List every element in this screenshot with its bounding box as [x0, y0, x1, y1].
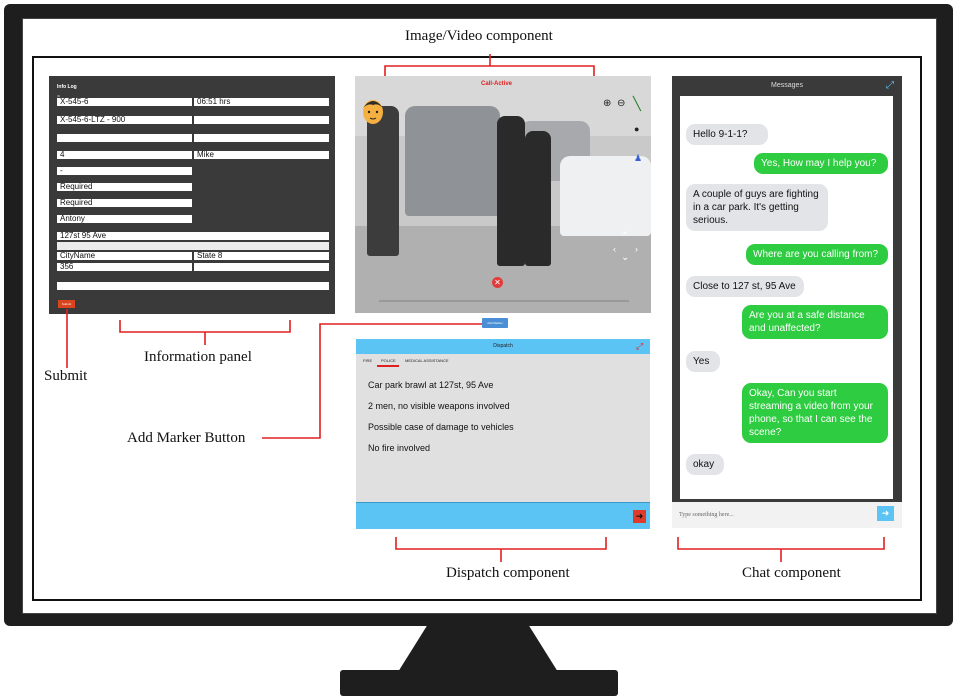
name-field[interactable]: Antony	[57, 215, 192, 223]
dispatch-note: 2 men, no visible weapons involved	[368, 401, 510, 411]
information-panel-bracket	[119, 320, 291, 333]
chat-header: Messages	[771, 82, 803, 89]
dispatch-bracket	[395, 537, 607, 550]
add-marker-button[interactable]: Add Marker	[482, 318, 508, 328]
chat-input-placeholder: Type something here...	[679, 512, 734, 518]
service-time-field[interactable]: 4	[57, 151, 192, 159]
tab-police[interactable]: POLICE	[381, 358, 396, 363]
dispatch-note: Car park brawl at 127st, 95 Ave	[368, 380, 494, 390]
call-handler-field[interactable]: Mike	[194, 151, 329, 159]
chat-message-outgoing: Yes, How may I help you?	[754, 153, 888, 174]
video-progress-bar[interactable]	[379, 300, 629, 302]
dispatch-title: Dispatch	[493, 343, 513, 349]
comment-field[interactable]	[57, 282, 329, 290]
person-figure	[367, 106, 399, 256]
add-marker-pointer-line	[262, 323, 482, 439]
dashboard-area	[32, 56, 922, 601]
city-field[interactable]: CityName	[57, 252, 192, 260]
chat-message-incoming: A couple of guys are fighting in a car p…	[686, 184, 828, 231]
chat-message-incoming: Hello 9-1-1?	[686, 124, 768, 145]
information-panel: Info Log ID X-545-6 06:51 hrs X-545-6-LT…	[49, 76, 335, 314]
video-feed[interactable]: Call-Active ⊕ ⊖ ╲ ● ♟ ⌃ ‹ › ⌄ ✕	[355, 76, 651, 313]
pan-left-icon[interactable]: ‹	[613, 244, 616, 254]
expand-icon[interactable]: ⤢	[636, 341, 644, 351]
poid-field[interactable]: X-545-6-LTZ - 900	[57, 116, 192, 124]
dispatch-tabs: FIRE POLICE MEDICAL ASSISTANCE	[356, 356, 650, 365]
dispatch-panel: Dispatch ⤢ FIRE POLICE MEDICAL ASSISTANC…	[356, 339, 650, 529]
chat-bracket	[677, 537, 885, 550]
chat-message-incoming: okay	[686, 454, 724, 475]
annotation-image-video: Image/Video component	[405, 28, 553, 44]
submit-button[interactable]: Submit	[58, 300, 75, 308]
expand-icon[interactable]: ⤢	[886, 80, 894, 91]
car-image	[560, 156, 651, 236]
map-marker-tool-icon[interactable]: ╲	[633, 96, 641, 111]
chat-messages: Hello 9-1-1? Yes, How may I help you? A …	[680, 96, 893, 499]
dispatch-header: Dispatch ⤢	[356, 339, 650, 354]
state-field[interactable]: State 8	[194, 252, 329, 260]
blank-field[interactable]	[194, 116, 329, 124]
annotation-add-marker: Add Marker Button	[127, 430, 246, 446]
annotation-information-panel: Information panel	[144, 349, 252, 365]
image-video-bracket	[384, 65, 595, 76]
dash-field[interactable]: -	[57, 167, 192, 175]
zoom-out-icon[interactable]: ⊖	[617, 98, 626, 109]
chat-message-outgoing: Where are you calling from?	[746, 244, 888, 265]
active-tab-indicator	[377, 365, 399, 367]
pan-up-icon[interactable]: ⌃	[621, 231, 630, 242]
blank-field[interactable]	[194, 134, 329, 142]
dispatch-send-icon[interactable]: ➜	[633, 510, 646, 523]
annotation-chat: Chat component	[742, 565, 841, 581]
chat-send-icon[interactable]: ➜	[877, 506, 894, 521]
address-line-2[interactable]	[57, 242, 329, 250]
user-icon[interactable]: ●	[634, 124, 640, 134]
end-call-icon[interactable]: ✕	[492, 277, 503, 288]
chat-message-incoming: Yes	[686, 351, 720, 372]
person-figure	[525, 131, 551, 266]
monitor-stand-neck	[398, 626, 558, 672]
annotation-submit: Submit	[44, 368, 88, 384]
pan-right-icon[interactable]: ›	[635, 244, 638, 254]
tab-fire[interactable]: FIRE	[363, 358, 373, 363]
annotation-dispatch: Dispatch component	[446, 565, 570, 581]
dispatch-footer: ➜	[356, 502, 650, 529]
chat-message-incoming: Close to 127 st, 95 Ave	[686, 276, 804, 297]
person-figure	[497, 116, 525, 266]
zoom-in-icon[interactable]: ⊕	[603, 98, 612, 109]
pan-down-icon[interactable]: ⌄	[621, 252, 630, 263]
chat-panel: Messages ⤢ Hello 9-1-1? Yes, How may I h…	[672, 76, 902, 528]
address-field[interactable]: 127st 95 Ave	[57, 232, 329, 240]
blank-field[interactable]	[57, 134, 192, 142]
chat-message-outgoing: Are you at a safe distance and unaffecte…	[742, 305, 888, 339]
person-locator-icon[interactable]: ♟	[634, 153, 643, 163]
status-field[interactable]: Required	[57, 183, 192, 191]
zip-field[interactable]: 356	[57, 263, 192, 271]
chat-message-outgoing: Okay, Can you start streaming a video fr…	[742, 383, 888, 443]
call-status: Call-Active	[481, 81, 513, 87]
monitor-stand-base	[340, 670, 618, 696]
field-label: ID	[57, 94, 60, 98]
info-log-title: Info Log	[57, 84, 77, 90]
dispatch-note: Possible case of damage to vehicles	[368, 422, 514, 432]
id-field[interactable]: X-545-6	[57, 98, 192, 106]
chat-input[interactable]: Type something here...	[672, 502, 902, 528]
tab-medical-assistance[interactable]: MEDICAL ASSISTANCE	[405, 358, 449, 363]
status-field[interactable]: Required	[57, 199, 192, 207]
dispatch-note: No fire involved	[368, 443, 431, 453]
car-image	[405, 106, 500, 216]
call-time-field[interactable]: 06:51 hrs	[194, 98, 329, 106]
caller-avatar-icon	[363, 100, 383, 124]
country-select[interactable]	[194, 263, 329, 271]
